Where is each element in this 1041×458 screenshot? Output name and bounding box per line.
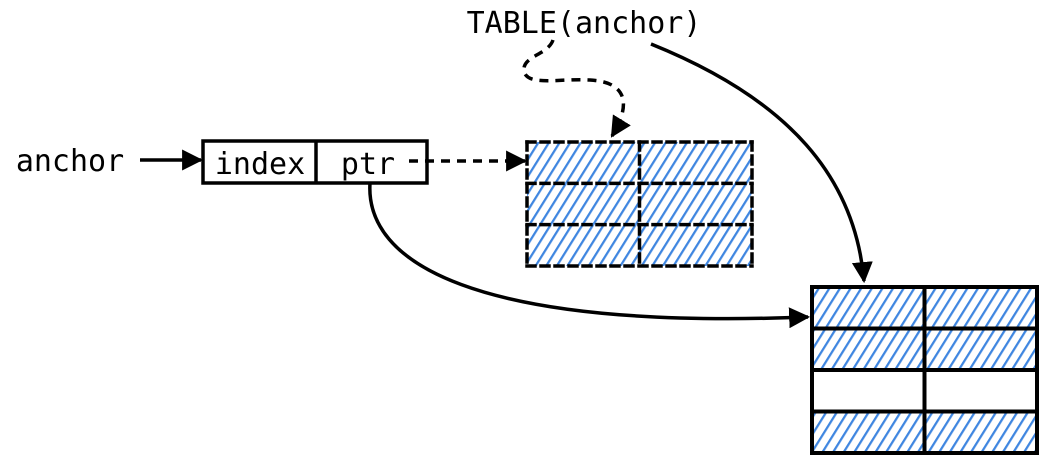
big-table [810,285,1039,455]
big-table-cell-filled [924,287,1037,329]
big-table-cell-filled [924,411,1037,453]
small-table [525,140,754,268]
big-table-cell-empty [812,370,925,412]
big-table-cell-filled [924,328,1037,370]
ptr-cell-label: ptr [341,147,395,182]
small-table-cell-filled [639,224,752,266]
big-table-cell-filled [812,328,925,370]
big-table-cell-filled [812,287,925,329]
small-table-cell-filled [639,142,752,184]
pointer-record: index ptr [201,139,429,185]
small-table-cell-filled [527,142,640,184]
table-macro-label: TABLE(anchor) [467,6,702,41]
ptr-curve-arrow [368,182,811,329]
macro-curve-arrow [650,42,873,284]
small-table-cell-filled [527,183,640,225]
index-cell-label: index [215,147,305,182]
anchor-label: anchor [16,144,124,179]
big-table-cell-filled [812,411,925,453]
small-table-cell-filled [639,183,752,225]
small-table-cell-filled [527,224,640,266]
macro-squiggle-arrow [522,39,631,138]
big-table-cell-empty [924,370,1037,412]
